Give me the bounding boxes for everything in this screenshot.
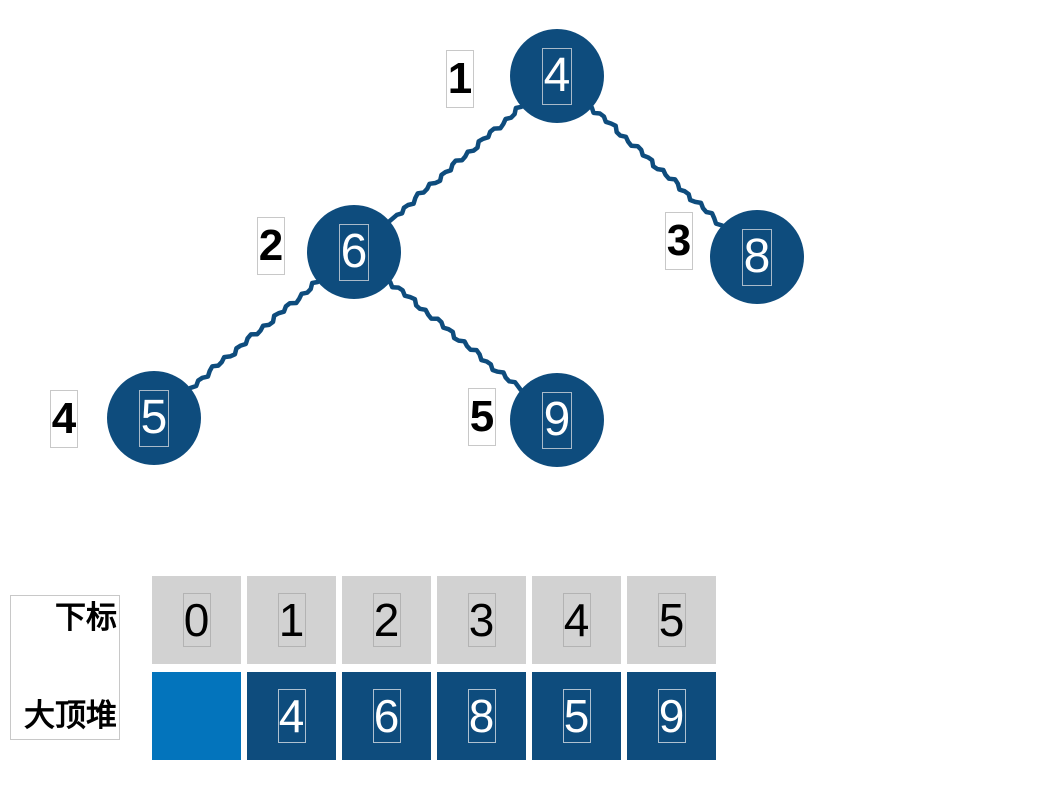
heap-cell-3: 8	[437, 672, 526, 760]
tree-node-value: 5	[139, 389, 169, 447]
tree-node-value: 4	[542, 47, 572, 105]
index-cell-0: 0	[152, 576, 241, 664]
heap-row-label: 大顶堆	[24, 698, 117, 734]
tree-node-left: 6	[307, 205, 401, 299]
tree-node-value: 9	[542, 391, 572, 449]
index-cell-1: 1	[247, 576, 336, 664]
index-cell-4: 4	[532, 576, 621, 664]
index-cell-value: 2	[372, 593, 401, 647]
tree-node-left-left: 5	[107, 371, 201, 465]
edge-root-to-left-child	[387, 104, 524, 224]
index-cell-value: 4	[562, 593, 591, 647]
tree-node-right: 8	[710, 210, 804, 304]
node-index-label-3: 3	[665, 212, 693, 270]
heap-cell-value: 6	[372, 689, 401, 743]
index-row-label: 下标	[55, 600, 117, 635]
index-cell-value: 1	[277, 593, 306, 647]
edge-left-child-to-node5	[187, 279, 321, 391]
index-cell-3: 3	[437, 576, 526, 664]
tree-node-value: 8	[742, 228, 772, 286]
index-cell-value: 0	[182, 593, 211, 647]
heap-cell-value: 8	[467, 689, 496, 743]
index-cell-2: 2	[342, 576, 431, 664]
heap-cell-value: 9	[657, 689, 686, 743]
heap-cell-value: 4	[277, 689, 306, 743]
index-cell-value: 5	[657, 593, 686, 647]
heap-cell-2: 6	[342, 672, 431, 760]
node-index-label-2: 2	[257, 217, 285, 275]
edge-left-child-to-node9	[387, 279, 524, 393]
node-index-label-4: 4	[50, 390, 78, 448]
tree-node-value: 6	[339, 223, 369, 281]
array-row-labels-box: 下标 大顶堆	[10, 595, 120, 740]
edge-root-to-right-child	[589, 105, 725, 228]
heap-cell-value: 5	[562, 689, 591, 743]
heap-cell-5: 9	[627, 672, 716, 760]
index-cell-value: 3	[467, 593, 496, 647]
heap-cell-1: 4	[247, 672, 336, 760]
node-index-label-1: 1	[446, 50, 474, 108]
tree-node-left-right: 9	[510, 373, 604, 467]
index-cell-5: 5	[627, 576, 716, 664]
node-index-label-5: 5	[468, 388, 496, 446]
tree-node-root: 4	[510, 29, 604, 123]
heap-cell-0-empty	[152, 672, 241, 760]
heap-cell-4: 5	[532, 672, 621, 760]
